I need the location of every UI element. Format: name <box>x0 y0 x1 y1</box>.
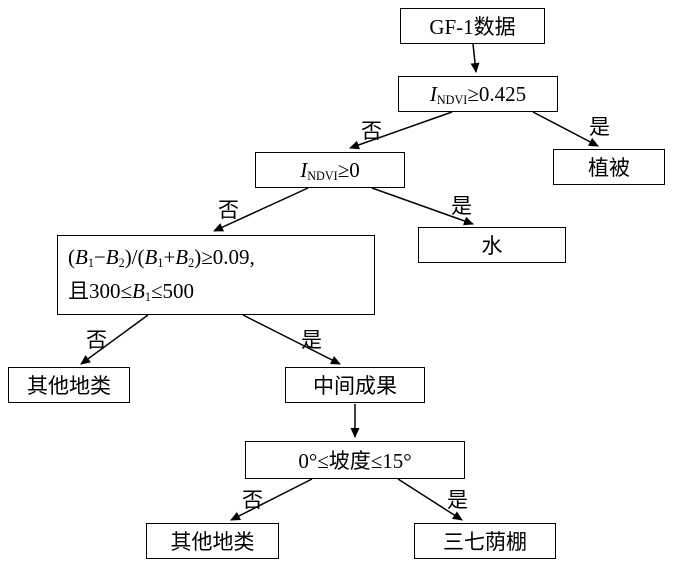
formula-subscript: 1 <box>144 290 151 305</box>
connector-band-no <box>80 314 149 365</box>
connector-ndvi-high-no <box>349 111 453 150</box>
node-gf1-data: GF-1数据 <box>400 8 545 44</box>
edge-label-yes-slope: 是 <box>447 488 468 512</box>
node-other-land-bottom: 其他地类 <box>146 523 279 559</box>
formula-var: I <box>429 81 437 106</box>
formula-var: B <box>75 245 88 270</box>
formula-term: )≥0.09, <box>194 245 255 270</box>
connector-band-yes <box>242 314 341 365</box>
formula-subscript: 1 <box>87 256 94 271</box>
formula-subscript: NDVI <box>307 168 338 183</box>
formula-subscript: 2 <box>118 256 125 271</box>
node-ndvi-ge-0425: INDVI≥0.425 <box>398 76 558 112</box>
node-slope-condition: 0°≤坡度≤15° <box>245 441 465 479</box>
edge-label-yes-ndvi-high: 是 <box>589 115 610 139</box>
formula-var: B <box>175 245 189 270</box>
edge-label-no-band: 否 <box>86 328 107 352</box>
formula-term: − <box>93 245 106 270</box>
node-water: 水 <box>418 227 566 263</box>
formula-var: B <box>105 245 119 270</box>
connector-root-to-ndvi-high <box>470 43 480 73</box>
connector-ndvi-high-yes <box>532 111 599 147</box>
node-ndvi-ge-0425-label: INDVI≥0.425 <box>430 82 526 107</box>
formula-var: B <box>132 279 145 303</box>
edge-label-no-slope: 否 <box>242 488 263 512</box>
connector-slope-yes <box>397 478 463 521</box>
edge-label-no-ndvi-high: 否 <box>361 119 382 143</box>
node-other-land-bottom-label: 其他地类 <box>170 530 255 554</box>
node-sanqi-shade-shed: 三七荫棚 <box>414 523 556 559</box>
formula-var: B <box>144 245 158 270</box>
node-band-ratio-condition: (B1−B2)/(B1+B2)≥0.09, 且300≤B1≤500 <box>57 235 375 315</box>
node-intermediate-result: 中间成果 <box>285 367 425 403</box>
formula-term: + <box>163 245 176 270</box>
node-gf1-data-label: GF-1数据 <box>429 15 516 39</box>
formula-term: 且300≤ <box>68 279 133 303</box>
node-other-land-left: 其他地类 <box>8 367 130 403</box>
edge-label-yes-band: 是 <box>301 328 322 352</box>
node-ndvi-ge-0-label: INDVI≥0 <box>300 158 359 183</box>
node-vegetation: 植被 <box>553 149 665 185</box>
connector-slope-no <box>230 478 313 521</box>
formula-condition: ≥0 <box>337 157 360 182</box>
node-ndvi-ge-0: INDVI≥0 <box>255 152 405 188</box>
connector-ndvi-zero-no <box>213 187 309 232</box>
node-intermediate-result-label: 中间成果 <box>313 374 397 398</box>
edge-label-yes-ndvi-zero: 是 <box>451 194 472 218</box>
node-sanqi-shade-shed-label: 三七荫棚 <box>443 530 527 554</box>
band-ratio-line2: 且300≤B1≤500 <box>68 275 194 309</box>
formula-term: ≤500 <box>150 279 194 303</box>
connector-ndvi-zero-yes <box>371 187 474 226</box>
node-vegetation-label: 植被 <box>588 156 630 180</box>
node-other-land-left-label: 其他地类 <box>27 374 111 398</box>
node-slope-condition-label: 0°≤坡度≤15° <box>298 449 412 473</box>
formula-subscript: NDVI <box>436 92 468 107</box>
formula-subscript: 1 <box>157 256 164 271</box>
formula-term: ( <box>68 245 75 270</box>
edge-label-no-ndvi-zero: 否 <box>218 198 239 222</box>
formula-subscript: 2 <box>188 256 195 271</box>
formula-condition: ≥0.425 <box>467 81 527 106</box>
formula-term: )/( <box>124 245 145 270</box>
node-water-label: 水 <box>481 234 503 258</box>
formula-var: I <box>300 157 308 182</box>
band-ratio-line1: (B1−B2)/(B1+B2)≥0.09, <box>68 241 255 275</box>
